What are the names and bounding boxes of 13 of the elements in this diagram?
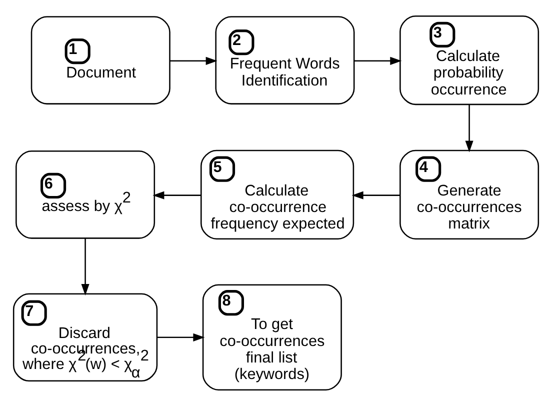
arrow <box>352 190 400 199</box>
node-box: 1 Document <box>30 16 170 104</box>
node-box: 3 Calculate probability occurrence <box>400 14 540 105</box>
arrow <box>465 104 474 152</box>
arrow <box>170 56 218 64</box>
arrow <box>81 238 90 296</box>
node-box: 4 Generate co-occurrences matrix <box>400 149 540 239</box>
arrow <box>152 190 201 199</box>
arrow <box>157 332 205 341</box>
node-box: 2 Frequent Words Identification <box>215 16 355 104</box>
node-box: 5 Calculate co-occurrence frequency expected <box>200 149 354 239</box>
node-box: 8 To get co-occurrences final list (keywords) <box>202 284 342 390</box>
arrow <box>354 56 402 64</box>
